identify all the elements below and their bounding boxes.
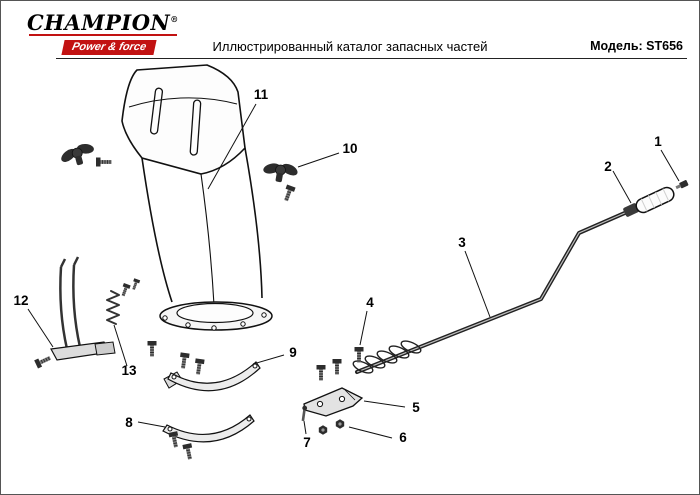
grip-assembly — [623, 180, 689, 217]
grip-ferrule-part-2 — [623, 203, 639, 217]
bracket-plate-part-6 — [303, 387, 364, 417]
left-knob — [56, 138, 99, 171]
bracket-hole — [316, 400, 324, 408]
frame-end-plate — [94, 341, 116, 356]
strap-hole — [171, 374, 177, 380]
nut — [335, 419, 345, 429]
crank-rod-part-3 — [352, 210, 629, 374]
bolt-part-4 — [354, 346, 364, 363]
strap-bolt-lower-b — [181, 442, 195, 461]
flange-hole — [261, 312, 267, 318]
exploded-parts-diagram: 1 2 3 4 5 6 7 8 9 10 11 12 13 — [13, 64, 689, 461]
leader-line-12 — [27, 308, 54, 348]
right-knob-bolt — [281, 184, 297, 203]
frame-rod-left — [59, 266, 69, 350]
knob-part-10 — [259, 157, 301, 203]
strap-bolt-upper-c — [193, 357, 206, 376]
frame-rod-right — [72, 264, 82, 348]
strap-part-9 — [167, 361, 261, 392]
right-knob — [259, 157, 301, 186]
callout-6: 6 — [399, 430, 407, 445]
chute-cap-ridge — [128, 97, 238, 108]
spring-screw-b — [130, 277, 141, 291]
spring-part-13 — [106, 277, 141, 325]
spring-screw-a — [119, 282, 132, 298]
leader-line-11 — [207, 103, 257, 190]
flange-hole — [185, 322, 191, 328]
frame-bolt — [33, 353, 53, 369]
callout-5: 5 — [412, 400, 420, 415]
leader-line-10 — [297, 152, 340, 168]
header-rule — [56, 58, 687, 59]
leader-lines — [27, 103, 680, 439]
leader-line-13 — [113, 324, 128, 367]
bracket-hole — [338, 395, 346, 403]
leader-line-9 — [252, 354, 285, 365]
callout-7: 7 — [303, 435, 311, 450]
callout-3: 3 — [458, 235, 466, 250]
chute-slot-right — [189, 99, 202, 156]
flange-hole — [162, 315, 168, 321]
chute-body-right-edge — [244, 147, 263, 299]
left-knob-bolt — [95, 157, 112, 167]
flange-hole — [240, 321, 246, 327]
handle-grip — [635, 186, 675, 214]
callout-4: 4 — [366, 295, 374, 310]
leader-line-3 — [464, 250, 491, 318]
leader-line-7 — [303, 420, 307, 435]
chute-deflector-part-11 — [121, 64, 273, 331]
left-knob-assembly — [56, 138, 112, 171]
leader-line-8 — [137, 421, 166, 428]
strap-part-8 — [162, 414, 255, 443]
registered-mark: ® — [170, 14, 179, 24]
model-label: Модель: ST656 — [590, 39, 683, 53]
brand-underline — [29, 34, 177, 36]
chute-slot-left — [149, 87, 164, 135]
callout-numbers: 1 2 3 4 5 6 7 8 9 10 11 12 13 — [13, 87, 662, 450]
brand-name: CHAMPION® — [27, 8, 187, 34]
chute-base-ring — [176, 302, 254, 324]
worm-spiral — [352, 340, 422, 374]
champion-logo: CHAMPION® Power & force — [27, 8, 187, 55]
strap-hole — [167, 426, 173, 432]
leader-line-2 — [612, 170, 632, 204]
leader-line-1 — [660, 149, 680, 182]
bracket-assembly-parts-5-6-7 — [301, 358, 364, 435]
chute-cap-outline — [121, 64, 246, 175]
grip-end-bolt-part-1 — [675, 180, 689, 190]
leader-line-5 — [363, 400, 406, 408]
strap-hole — [246, 416, 252, 422]
strap-assembly-parts-8-9 — [147, 340, 261, 461]
strap-hole — [252, 363, 258, 369]
brand-text: CHAMPION — [27, 10, 171, 35]
bracket-bend-line — [344, 389, 356, 401]
callout-13: 13 — [121, 363, 137, 378]
strap-bolt-upper-a — [147, 340, 157, 357]
frame-rod-hooks — [59, 256, 80, 268]
callout-11: 11 — [254, 87, 269, 102]
bracket-bolt-b — [332, 358, 342, 375]
frame-bracket-part-12 — [33, 256, 116, 369]
nut-part-5 — [318, 425, 328, 435]
pin-part-7 — [301, 405, 308, 422]
leader-line-4 — [359, 310, 368, 346]
page-title: Иллюстрированный каталог запасных частей — [212, 39, 488, 54]
leader-line-6 — [348, 426, 393, 439]
chute-body-front-edge — [200, 173, 215, 306]
crank-rod-highlight — [356, 211, 628, 373]
crank-rod — [355, 210, 629, 374]
bracket-bolt-a — [316, 364, 326, 381]
strap-bolt-upper-b — [178, 351, 191, 370]
callout-2: 2 — [604, 159, 612, 174]
flange-hole — [211, 325, 217, 331]
callout-9: 9 — [289, 345, 297, 360]
callout-12: 12 — [13, 293, 28, 308]
callout-1: 1 — [654, 134, 662, 149]
chute-body-left-edge — [141, 157, 173, 303]
spring-coil — [106, 290, 120, 325]
callout-10: 10 — [342, 141, 357, 156]
callout-8: 8 — [125, 415, 133, 430]
